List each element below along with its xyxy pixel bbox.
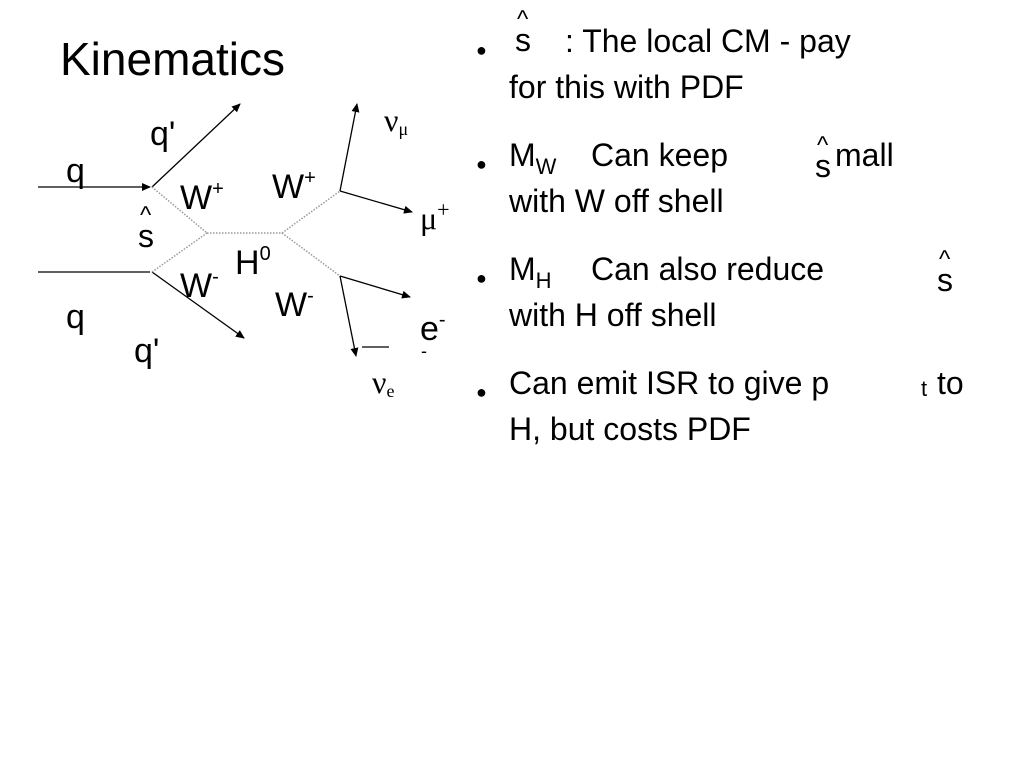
mass-symbol: MH — [509, 250, 552, 293]
w-symbol: W — [180, 179, 213, 217]
w-charge: + — [212, 178, 224, 200]
quark-out-top-line — [151, 103, 241, 188]
bullet-line-2: H, but costs PDF — [509, 411, 751, 447]
hat-mark: ^ — [517, 6, 529, 33]
bullet-line-1-mid: Can also reduce — [591, 251, 825, 287]
bullet-dot-icon: ● — [476, 154, 487, 174]
bullet-text: MH Can also reduce ^s with H off shell — [509, 248, 953, 335]
q-bottom-label: q — [66, 298, 85, 336]
w-minus-right-line — [281, 232, 341, 277]
w-charge: - — [307, 285, 314, 307]
bullet-dot-icon: ● — [476, 268, 487, 288]
hat-mark: ^ — [140, 202, 152, 229]
w-charge: + — [304, 167, 316, 189]
e-minus-underscript: - — [421, 341, 427, 361]
mu-symbol: μ — [420, 200, 438, 236]
w-minus-left-label: W- — [180, 266, 219, 305]
s-symbol: s — [515, 22, 531, 58]
mu-subscript: μ — [398, 119, 409, 139]
qprime-top-label: q' — [150, 115, 176, 153]
w-symbol: W — [180, 267, 213, 305]
m-letter: M — [509, 251, 536, 287]
bullet-text: Can emit ISR to give p t to H, but costs… — [509, 364, 964, 449]
e-minus-line — [339, 275, 411, 299]
page-title: Kinematics — [60, 33, 285, 85]
bullet-line-1-pre: Can emit ISR to give p — [509, 365, 830, 401]
w-symbol: W — [275, 286, 308, 324]
bullet-text: ^s : The local CM - pay for this with PD… — [509, 8, 851, 107]
hat-mark: ^ — [939, 246, 951, 273]
s-symbol: s — [138, 218, 154, 254]
w-plus-left-label: W+ — [180, 178, 224, 217]
bullet-item: ● MW Can keep ^s mall with W off shell — [476, 134, 996, 226]
bullet-line-2: for this with PDF — [509, 69, 744, 105]
s-symbol: s — [937, 262, 953, 298]
mu-charge: + — [437, 197, 450, 222]
m-subscript: W — [535, 154, 557, 179]
nu-e-line — [339, 275, 359, 357]
s-hat-symbol: ^s — [815, 134, 831, 184]
w-charge: - — [212, 266, 219, 288]
bullet-line-2: with W off shell — [509, 183, 724, 219]
e-subscript: e — [386, 381, 395, 401]
quark-out-bottom-line — [151, 271, 245, 339]
s-hat-symbol: ^s — [937, 248, 953, 298]
m-subscript: H — [535, 268, 552, 293]
nu-e-label: νe — [372, 364, 395, 401]
h-symbol: H — [235, 244, 260, 282]
w-symbol: W — [272, 168, 305, 206]
w-minus-left-line — [151, 232, 208, 273]
bullet-item: ● MH Can also reduce ^s with H off shell — [476, 248, 996, 340]
e-charge: - — [438, 309, 446, 331]
bullet-item: ● Can emit ISR to give p t to H, but cos… — [476, 364, 996, 454]
qprime-bottom-label: q' — [134, 332, 160, 370]
bullet-dot-icon: ● — [476, 40, 487, 60]
e-symbol: e — [420, 310, 439, 348]
w-minus-right-label: W- — [275, 285, 314, 324]
s-symbol: s — [815, 148, 831, 184]
bullet-line-1-mid: Can keep — [591, 137, 728, 173]
bullet-dot-icon: ● — [476, 382, 487, 402]
h-superscript: 0 — [259, 243, 271, 265]
bullet-item: ● ^s : The local CM - pay for this with … — [476, 8, 996, 112]
bullet-line-1-post: mall — [835, 137, 894, 173]
s-hat-symbol: ^s — [515, 8, 531, 58]
m-letter: M — [509, 137, 536, 173]
e-minus-label: e- — [420, 309, 446, 348]
mass-symbol: MW — [509, 136, 556, 179]
s-hat-diagram-label: ^ s — [138, 204, 154, 254]
nu-symbol: ν — [384, 102, 399, 138]
bullet-line-1: : The local CM - pay — [565, 23, 851, 59]
bullet-line-1-post: to — [937, 365, 964, 401]
bullet-text: MW Can keep ^s mall with W off shell — [509, 134, 894, 221]
t-subscript: t — [921, 376, 928, 401]
w-plus-right-label: W+ — [272, 167, 316, 206]
q-top-label: q — [66, 152, 85, 190]
nu-mu-line — [339, 103, 360, 192]
mu-plus-line — [339, 190, 413, 214]
mu-plus-label: μ+ — [420, 199, 450, 236]
nu-mu-label: νμ — [384, 102, 409, 139]
higgs-label: H0 — [235, 243, 271, 282]
nu-symbol: ν — [372, 364, 387, 400]
bullet-line-2: with H off shell — [509, 297, 717, 333]
hat-mark: ^ — [817, 132, 829, 159]
